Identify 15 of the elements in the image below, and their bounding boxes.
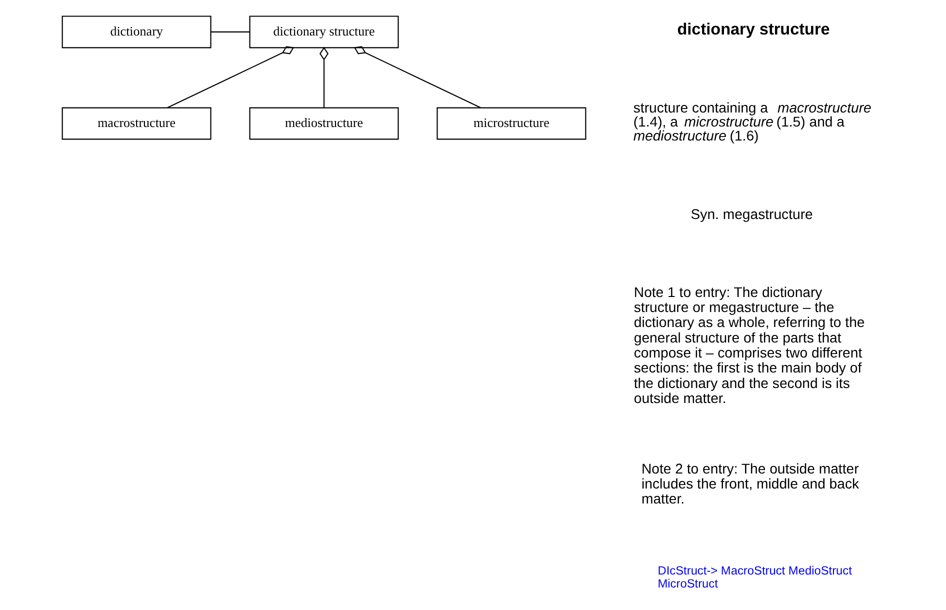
connector	[167, 46, 294, 108]
label: dictionary structure	[677, 20, 830, 39]
node-box: microstructure	[436, 107, 586, 140]
connector	[210, 31, 250, 32]
label: DIcStruct-> MacroStruct MedioStruct MicroStruct	[658, 564, 852, 591]
label: Syn. megastructure	[690, 206, 813, 222]
connector	[354, 46, 481, 108]
label: Note 1 to entry: The dictionary structure or megastructure – the dictionary as a whole, referring to the general structure of the parts that compose it – comprises two different sections: the first is the main body of the dictionary and the second is its outside matter.	[634, 284, 865, 406]
label: structure containing a macrostructure (1.4), a microstructure (1.5) and a mediostructure (1.6)	[633, 100, 872, 144]
label: Note 2 to entry: The outside matter includes the front, middle and back matter.	[641, 460, 860, 507]
node-box: mediostructure	[249, 107, 399, 140]
node-box: dictionary structure	[249, 16, 399, 48]
node-box: dictionary	[62, 16, 212, 48]
node-box: macrostructure	[62, 107, 212, 140]
connector	[319, 46, 329, 108]
